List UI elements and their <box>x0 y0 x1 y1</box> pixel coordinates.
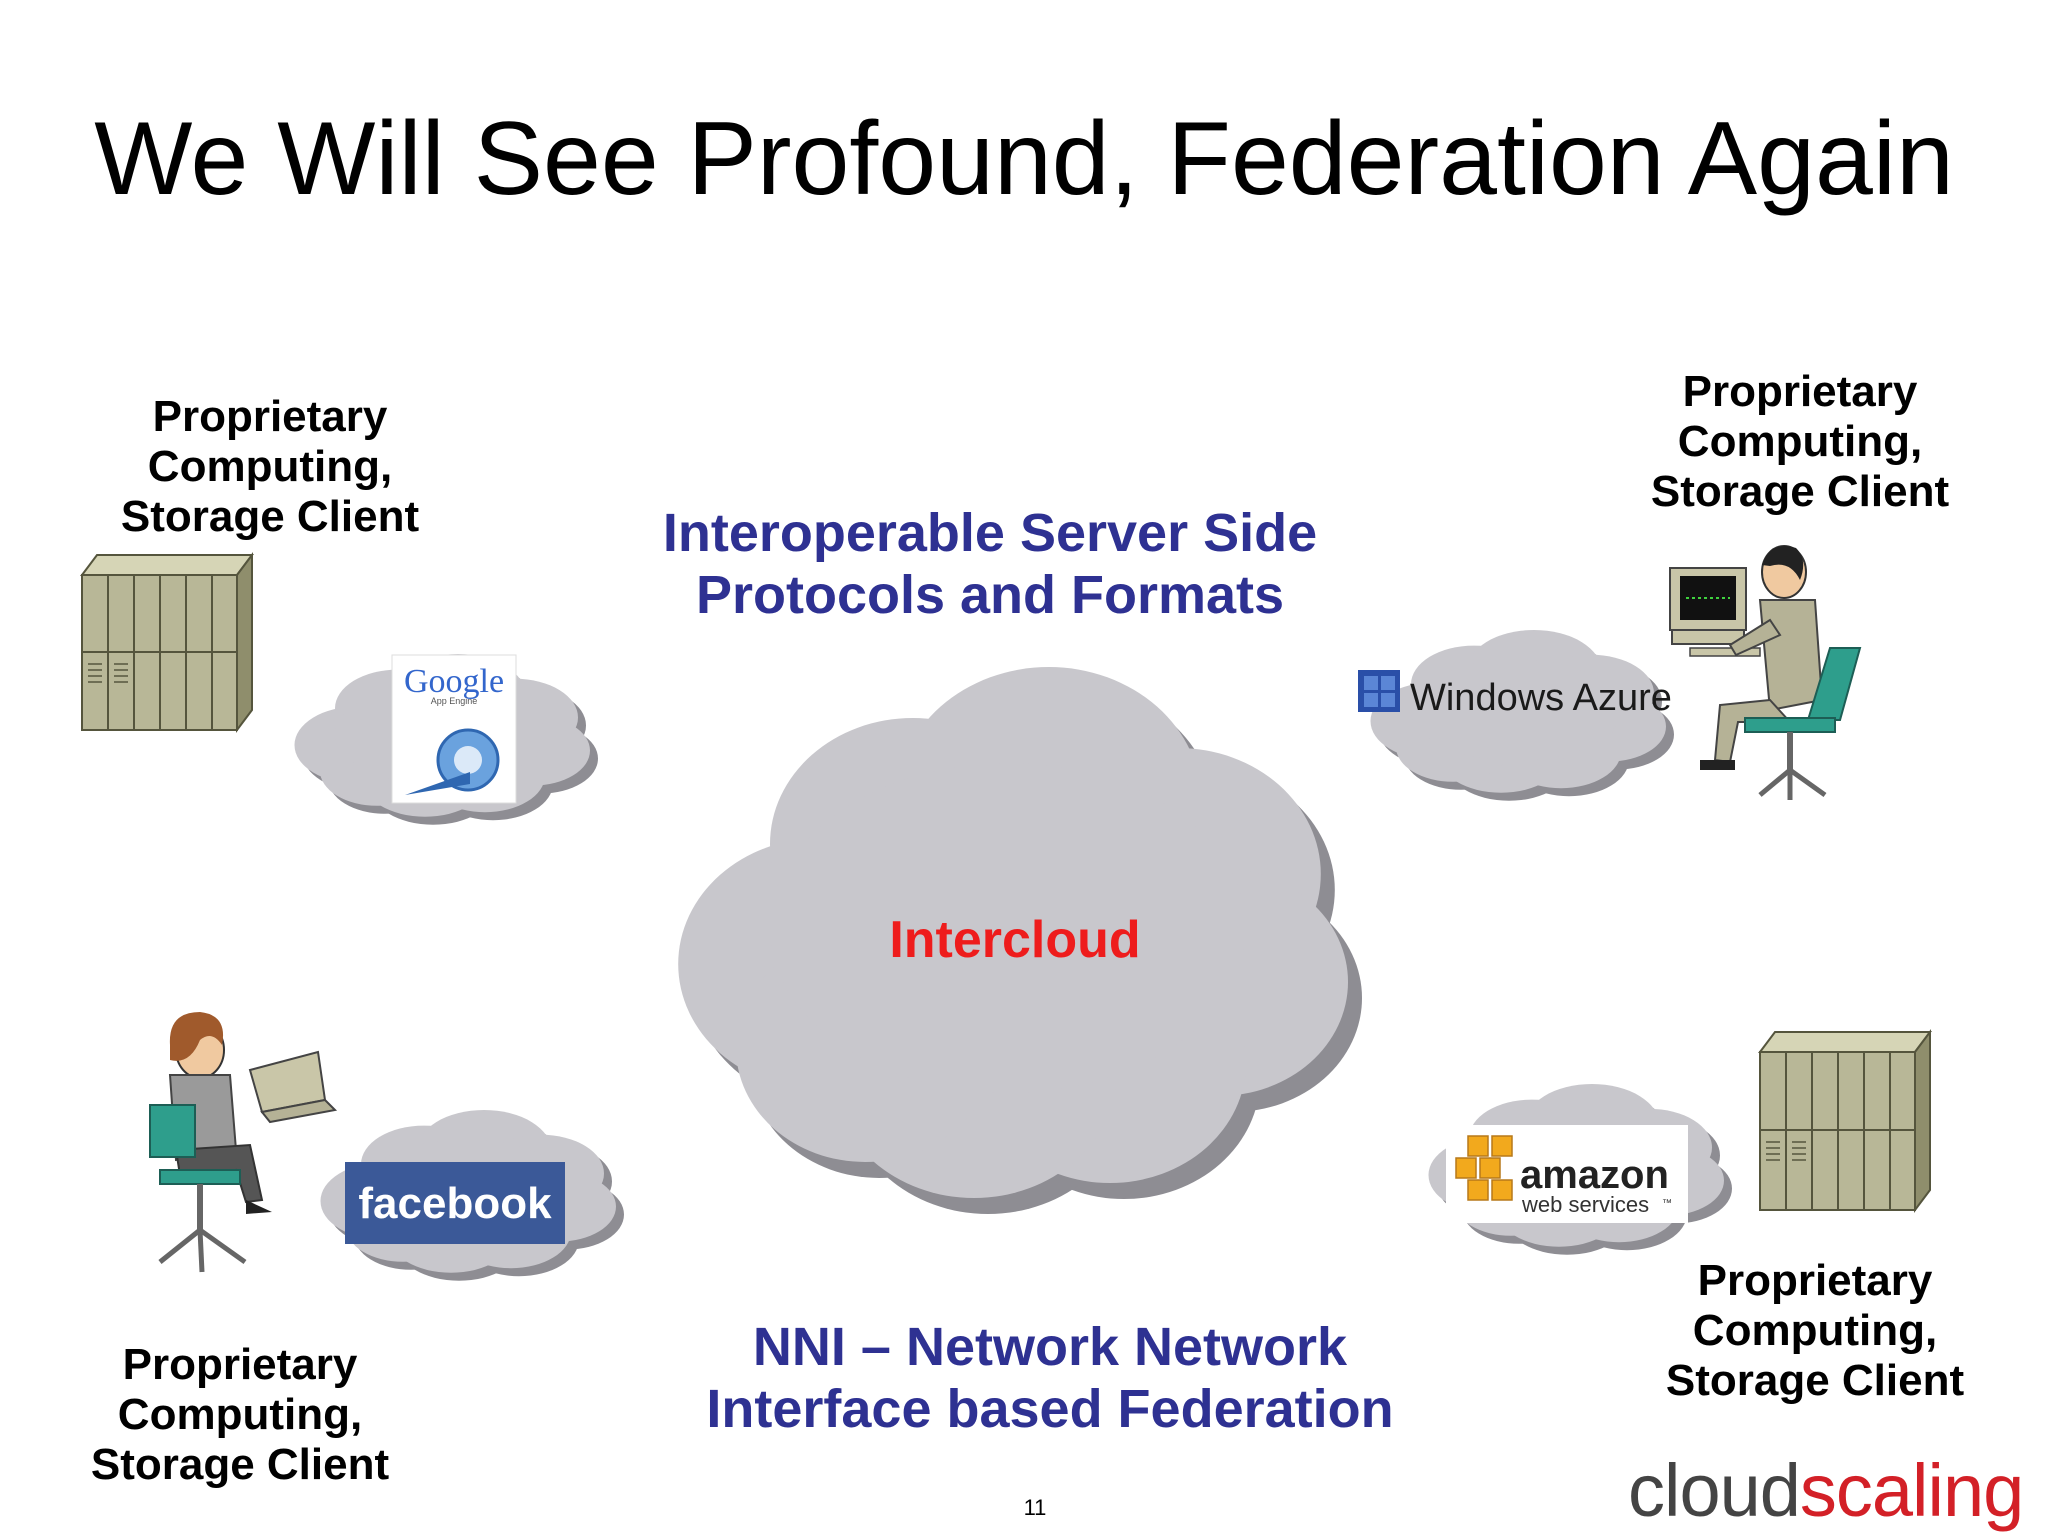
intercloud-label: Intercloud <box>889 911 1141 969</box>
client-label-line3: Storage Client <box>90 1440 390 1489</box>
client-label-line2: Computing, <box>1692 1306 1938 1355</box>
web-services-caption: web services <box>1521 1192 1649 1217</box>
client-label-line1: Proprietary <box>1682 367 1918 416</box>
nni-federation-label: NNI – Network Network Interface based Fe… <box>640 1316 1460 1440</box>
client-label-line2: Computing, <box>117 1390 363 1439</box>
logo-part-scaling: scaling <box>1799 1449 2024 1532</box>
windows-azure-logo: Windows Azure <box>1358 670 1672 719</box>
app-engine-caption: App Engine <box>431 696 478 706</box>
facebook-wordmark: facebook <box>358 1179 552 1228</box>
client-label-line1: Proprietary <box>122 1340 358 1389</box>
server-rack-icon <box>1758 1029 1932 1213</box>
woman-at-laptop-icon <box>149 1012 338 1273</box>
label-line2: Protocols and Formats <box>695 565 1285 625</box>
client-label-line1: Proprietary <box>152 392 388 441</box>
client-label-bottom-left: Proprietary Computing, Storage Client <box>70 1340 410 1490</box>
client-label-line3: Storage Client <box>1665 1356 1965 1405</box>
client-label-bottom-right: Proprietary Computing, Storage Client <box>1645 1256 1985 1406</box>
google-wordmark: Google <box>404 663 504 700</box>
amazon-wordmark: amazon <box>1520 1153 1669 1197</box>
client-label-line3: Storage Client <box>1650 467 1950 516</box>
client-label-top-right: Proprietary Computing, Storage Client <box>1630 367 1970 517</box>
facebook-logo: facebook <box>345 1162 565 1244</box>
client-label-top-left: Proprietary Computing, Storage Client <box>100 392 440 542</box>
label-line2: Interface based Federation <box>706 1379 1394 1439</box>
cloudscaling-logo: cloudscaling <box>1628 1448 2024 1533</box>
client-label-line1: Proprietary <box>1697 1256 1933 1305</box>
client-label-line2: Computing, <box>147 442 393 491</box>
amazon-web-services-logo: amazon web services ™ <box>1446 1125 1688 1223</box>
man-at-computer-icon <box>1669 545 1862 800</box>
chair-icon <box>1806 647 1862 721</box>
label-line1: Interoperable Server Side <box>662 503 1318 563</box>
aws-boxes-icon <box>1455 1135 1513 1201</box>
chair-icon <box>149 1104 196 1158</box>
slide-title: We Will See Profound, Federation Again <box>94 101 1954 217</box>
client-label-line3: Storage Client <box>120 492 420 541</box>
google-app-engine-logo: Google App Engine <box>391 654 517 804</box>
label-line1: NNI – Network Network <box>752 1317 1348 1377</box>
client-label-line2: Computing, <box>1677 417 1923 466</box>
logo-part-cloud: cloud <box>1628 1449 1801 1532</box>
server-rack-icon <box>80 552 254 733</box>
azure-wordmark: Windows Azure <box>1410 677 1672 719</box>
trademark-symbol: ™ <box>1662 1198 1672 1209</box>
server-side-protocols-label: Interoperable Server Side Protocols and … <box>600 502 1380 626</box>
wing-icon <box>405 772 470 795</box>
page-number: 11 <box>1023 1495 1047 1520</box>
